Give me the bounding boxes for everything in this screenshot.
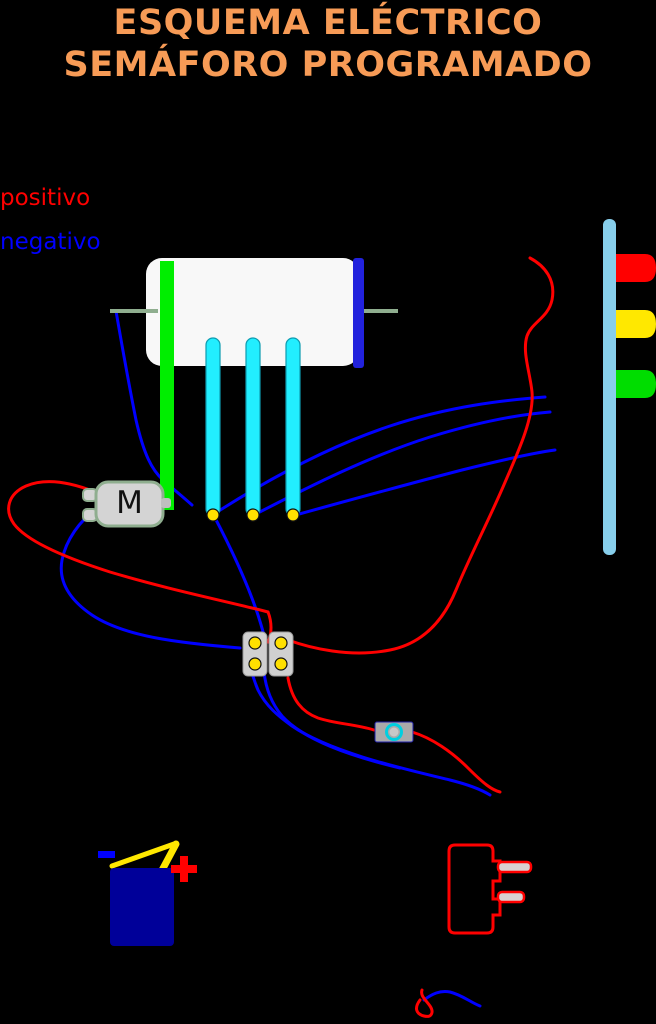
controller-pin-3[interactable] <box>285 337 301 522</box>
screw-1[interactable] <box>248 636 262 650</box>
pin-1-lead <box>205 337 221 517</box>
wire-negative-bottom-squiggle <box>422 990 482 1008</box>
wire-negative-pin1-far <box>212 395 547 516</box>
plug-outline <box>447 843 502 935</box>
red-lamp[interactable] <box>616 254 656 282</box>
pin-2-lead <box>245 337 261 517</box>
battery-lead-negative <box>109 841 177 869</box>
green-lamp[interactable] <box>616 370 656 398</box>
controller-green-rail[interactable] <box>160 261 174 510</box>
wire-negative-pin2 <box>250 410 552 518</box>
motor-body[interactable] <box>94 480 165 528</box>
screw-2[interactable] <box>248 657 262 671</box>
wire-positive-right-upper <box>286 256 555 655</box>
controller-board[interactable] <box>110 258 398 522</box>
wire-positive-motor-loop <box>7 480 270 614</box>
wire-negative-pin1 <box>212 514 268 650</box>
wire-positive-switch-out <box>410 730 502 794</box>
wire-negative-block-out <box>262 670 402 770</box>
wire-negative-pin3 <box>290 448 557 518</box>
wire-negative-controller-left <box>114 309 194 507</box>
pin-3-terminal[interactable] <box>286 508 300 522</box>
screw-3[interactable] <box>274 636 288 650</box>
pin-3-lead <box>285 337 301 517</box>
switch-ring-icon[interactable] <box>385 723 403 741</box>
wire-layer-positive <box>7 256 555 1018</box>
inline-switch[interactable] <box>374 721 414 743</box>
power-plug[interactable] <box>447 843 533 935</box>
yellow-lamp[interactable] <box>616 310 656 338</box>
pin-2-terminal[interactable] <box>246 508 260 522</box>
battery-plus-sign <box>171 856 197 882</box>
pin-1-terminal[interactable] <box>206 508 220 522</box>
terminal-block[interactable] <box>242 631 294 677</box>
battery[interactable] <box>98 840 197 946</box>
terminal-block-screws[interactable] <box>248 636 288 671</box>
motor-module[interactable] <box>82 480 171 528</box>
battery-body[interactable] <box>110 868 174 946</box>
wire-positive-block-to-switch <box>286 676 376 732</box>
controller-lead-right <box>362 309 398 313</box>
controller-blue-rail[interactable] <box>353 258 364 368</box>
traffic-light[interactable] <box>603 219 656 555</box>
controller-pin-1[interactable] <box>205 337 221 522</box>
wire-layer-negative <box>59 309 557 1008</box>
controller-pin-2[interactable] <box>245 337 261 522</box>
wire-positive-bottom-squiggle <box>415 988 434 1018</box>
wire-negative-motor-down <box>59 508 242 650</box>
motor-terminal-tab-right[interactable] <box>161 498 171 508</box>
screw-4[interactable] <box>274 657 288 671</box>
battery-minus-sign <box>98 851 115 858</box>
traffic-light-pole <box>603 219 616 555</box>
plug-prong-top <box>496 860 533 874</box>
controller-body <box>146 258 359 366</box>
switch-knob[interactable] <box>389 727 399 737</box>
controller-lead-left <box>110 309 158 313</box>
plug-prong-bottom <box>496 890 526 904</box>
